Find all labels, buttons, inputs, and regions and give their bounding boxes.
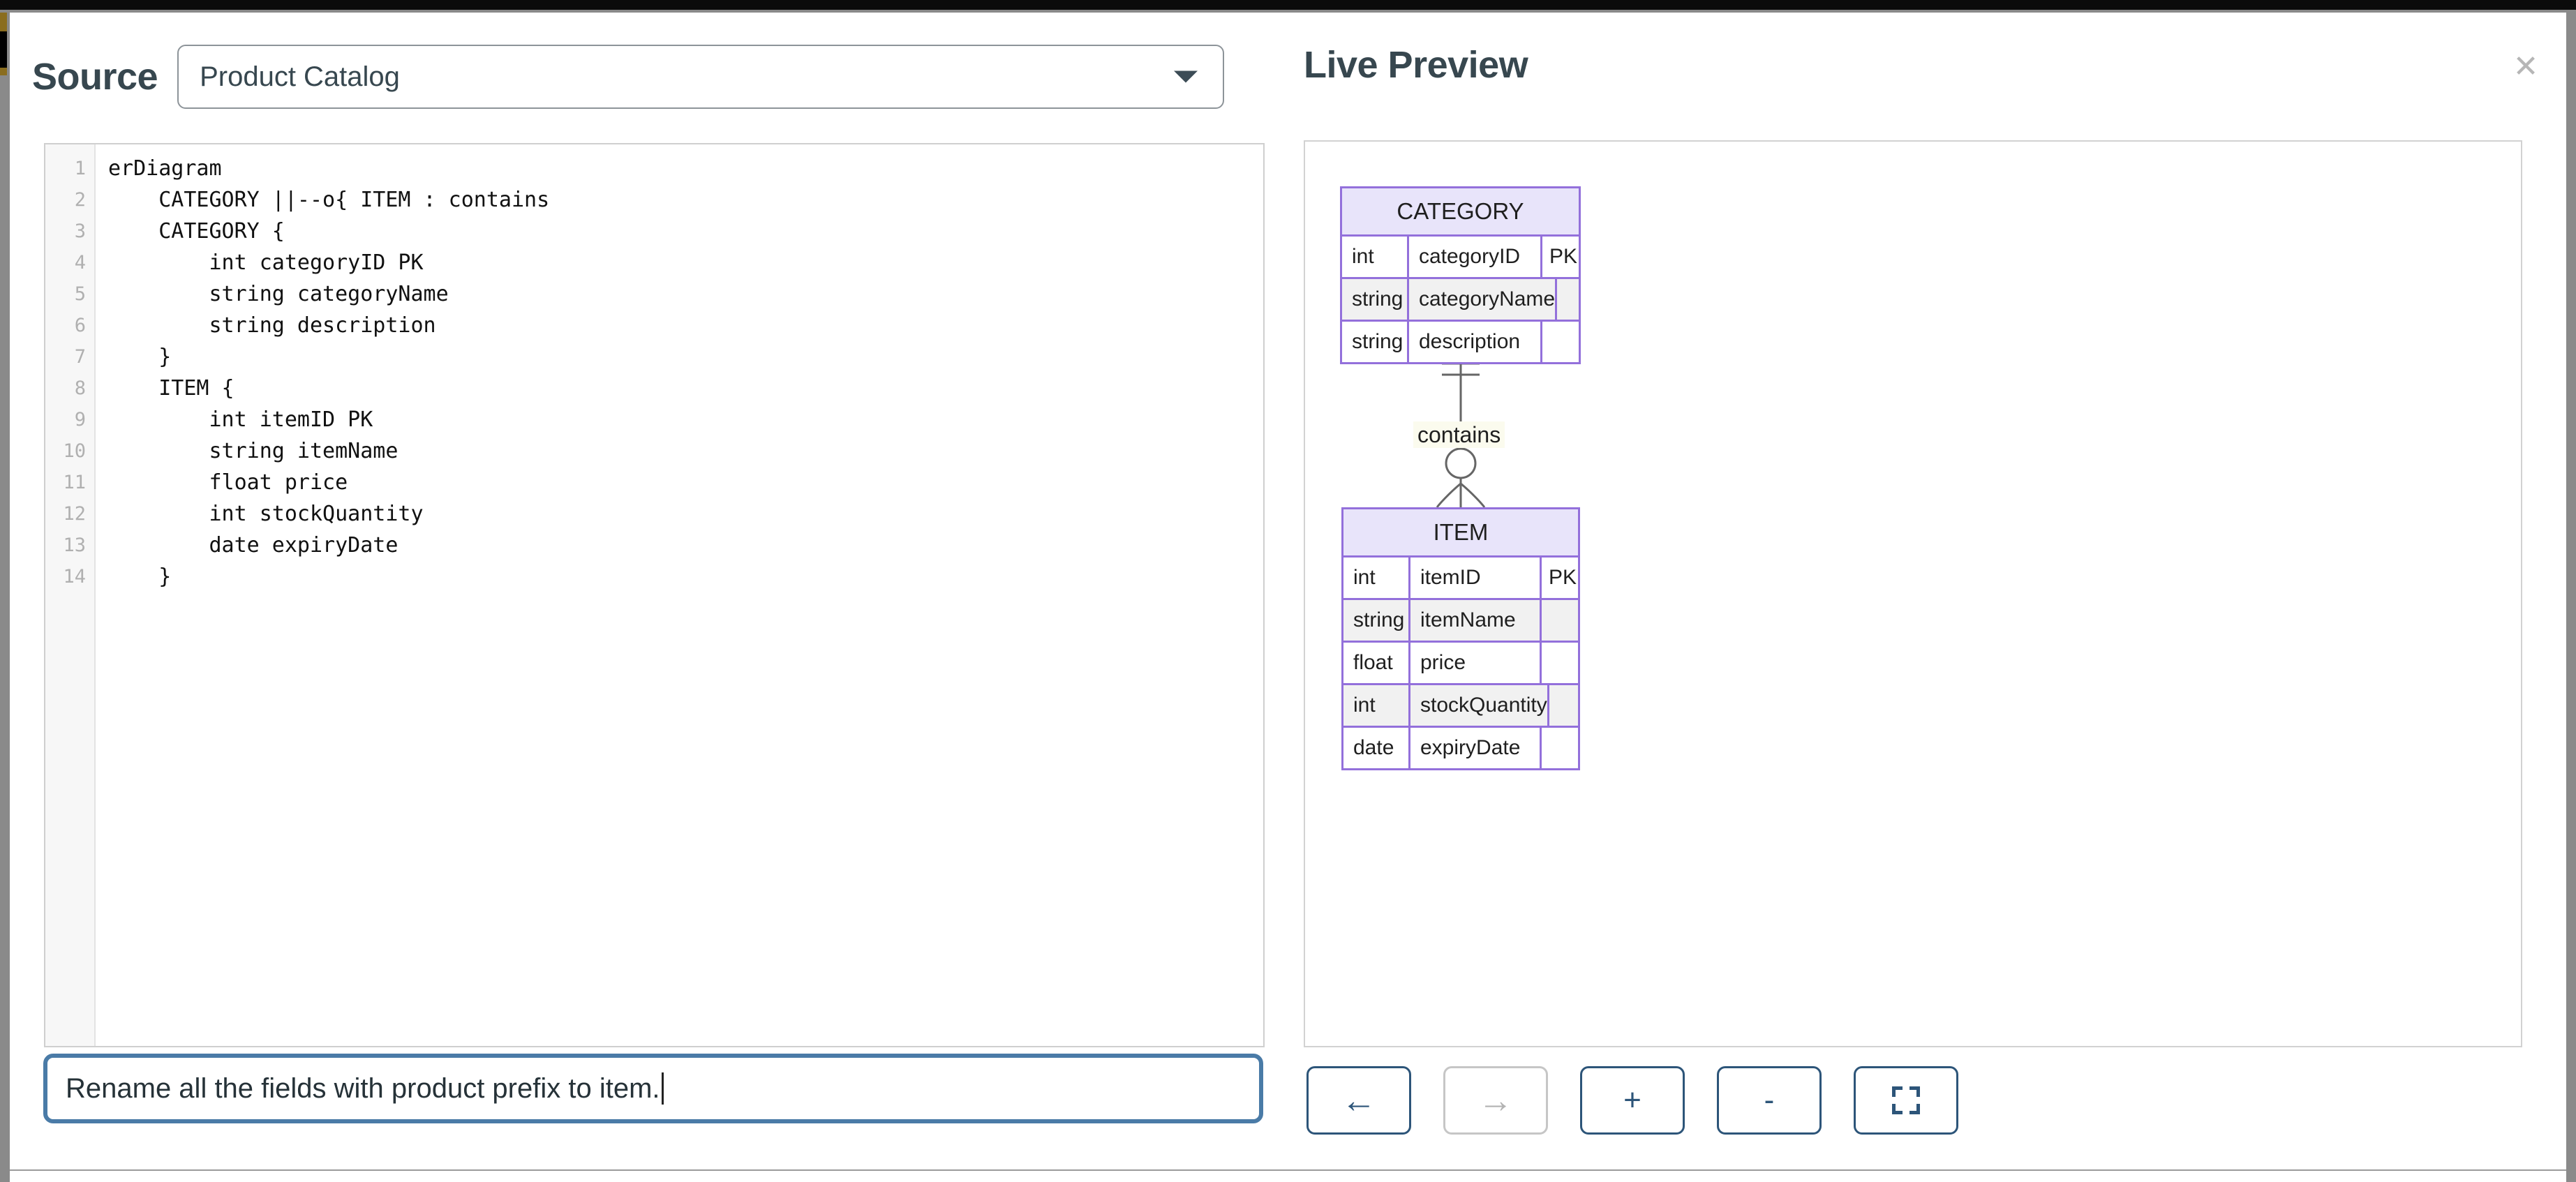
chevron-down-icon — [1174, 70, 1198, 83]
close-icon[interactable]: ✕ — [2512, 50, 2539, 84]
line-number: 3 — [74, 220, 86, 242]
prompt-input-wrapper[interactable]: Rename all the fields with product prefi… — [43, 1054, 1263, 1123]
window-accent-chip-inner — [0, 31, 7, 68]
text-caret — [661, 1072, 664, 1105]
code-line[interactable]: date expiryDate — [108, 533, 399, 558]
er-attribute-name: expiryDate — [1410, 728, 1542, 768]
er-attribute-key — [1549, 685, 1586, 726]
er-attribute-type: float — [1343, 643, 1410, 683]
code-line[interactable]: ITEM { — [108, 376, 234, 401]
line-number: 13 — [63, 534, 86, 556]
code-line[interactable]: erDiagram — [108, 156, 222, 181]
er-attribute-name: itemName — [1410, 600, 1542, 641]
line-number: 14 — [63, 566, 86, 588]
zoom-in-button[interactable]: + — [1580, 1066, 1685, 1135]
er-entity-title: CATEGORY — [1342, 188, 1579, 237]
er-attribute-name: categoryID — [1409, 237, 1542, 277]
line-number: 6 — [74, 315, 86, 336]
er-attribute-key: PK — [1549, 566, 1577, 589]
er-attribute-name: itemID — [1410, 558, 1542, 598]
fit-screen-button[interactable] — [1854, 1066, 1958, 1135]
line-number: 4 — [74, 252, 86, 274]
line-number: 12 — [63, 503, 86, 525]
undo-button[interactable]: ← — [1306, 1066, 1411, 1135]
er-attribute-type: int — [1343, 685, 1410, 726]
line-number: 7 — [74, 346, 86, 368]
line-number: 5 — [74, 283, 86, 305]
window-frame-left — [0, 13, 10, 1182]
code-line[interactable]: } — [108, 564, 172, 589]
line-number: 8 — [74, 377, 86, 399]
window-bottom-strip — [10, 1169, 2566, 1182]
er-attribute-name: description — [1409, 322, 1542, 362]
preview-toolbar: ← → + - — [1306, 1066, 1958, 1135]
code-line[interactable]: string itemName — [108, 439, 399, 463]
er-entity-title: ITEM — [1343, 509, 1578, 558]
plus-icon: + — [1623, 1083, 1641, 1117]
window-frame-right — [2566, 13, 2576, 1182]
minus-icon: - — [1764, 1083, 1775, 1117]
arrow-left-icon: ← — [1341, 1081, 1376, 1120]
er-attribute-key — [1542, 728, 1578, 768]
prompt-input[interactable]: Rename all the fields with product prefi… — [66, 1072, 660, 1104]
er-attribute-type: int — [1342, 237, 1409, 277]
code-line[interactable]: string description — [108, 313, 436, 338]
code-line[interactable]: float price — [108, 470, 348, 495]
diagram-select[interactable]: Product Catalog — [177, 45, 1225, 109]
er-attribute-key — [1542, 643, 1578, 683]
code-line[interactable]: int itemID PK — [108, 407, 373, 432]
diagram-select-value: Product Catalog — [200, 61, 400, 92]
line-number: 10 — [63, 440, 86, 462]
er-attribute-name: price — [1410, 643, 1542, 683]
er-attribute-name: categoryName — [1409, 279, 1558, 320]
code-line[interactable]: int categoryID PK — [108, 250, 424, 275]
source-header: Source Product Catalog — [32, 45, 1225, 109]
line-number: 1 — [74, 158, 86, 179]
code-line[interactable]: } — [108, 345, 172, 369]
arrow-right-icon: → — [1478, 1081, 1513, 1120]
er-attribute-key — [1557, 279, 1593, 320]
line-number: 11 — [63, 472, 86, 493]
window-top-edge — [0, 10, 2576, 13]
er-attribute-type: string — [1342, 322, 1409, 362]
er-attribute-type: int — [1343, 558, 1410, 598]
source-panel-title: Source — [32, 56, 158, 98]
line-number: 2 — [74, 189, 86, 211]
code-text-area[interactable]: erDiagram CATEGORY ||--o{ ITEM : contain… — [96, 144, 1263, 1046]
preview-panel-title: Live Preview — [1304, 44, 1528, 86]
er-attribute-name: stockQuantity — [1410, 685, 1549, 726]
window-bottom-divider — [10, 1169, 2566, 1171]
zoom-out-button[interactable]: - — [1717, 1066, 1822, 1135]
code-line[interactable]: string categoryName — [108, 282, 449, 306]
er-attribute-key — [1542, 322, 1579, 362]
code-line[interactable]: int stockQuantity — [108, 502, 424, 526]
fit-screen-icon — [1892, 1086, 1920, 1114]
redo-button: → — [1443, 1066, 1548, 1135]
er-attribute-key — [1542, 600, 1578, 641]
code-line[interactable]: CATEGORY ||--o{ ITEM : contains — [108, 188, 550, 212]
er-attribute-type: date — [1343, 728, 1410, 768]
code-line[interactable]: CATEGORY { — [108, 219, 285, 244]
er-attribute-type: string — [1343, 600, 1410, 641]
window-top-band — [0, 0, 2576, 10]
relationship-label: contains — [1413, 421, 1505, 448]
er-attribute-key: PK — [1549, 245, 1578, 268]
line-number: 9 — [74, 409, 86, 431]
er-attribute-type: string — [1342, 279, 1409, 320]
